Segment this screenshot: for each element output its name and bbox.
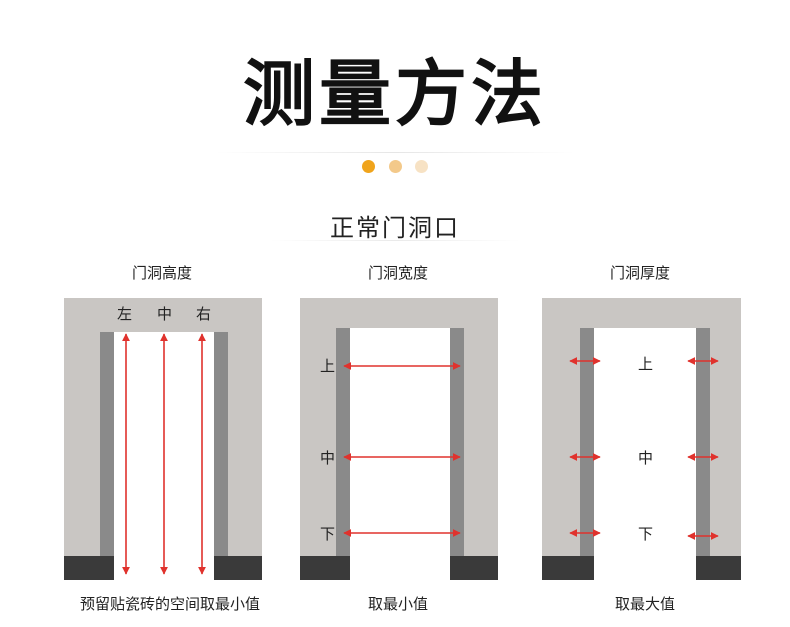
- section-subtitle: 正常门洞口: [330, 214, 460, 242]
- left-jamb: [336, 328, 350, 578]
- caption-thickness: 取最大值: [614, 595, 675, 613]
- right-floor-block: [450, 556, 498, 580]
- panel-label-thickness: 门洞厚度: [609, 264, 670, 282]
- caption-width: 取最小值: [367, 595, 428, 613]
- marker-top: 上: [638, 355, 653, 373]
- marker-top: 上: [320, 357, 335, 375]
- wall: [300, 298, 498, 578]
- wall: [64, 298, 262, 578]
- marker-left: 左: [117, 305, 132, 323]
- marker-right: 右: [196, 305, 211, 323]
- title-divider: [215, 152, 575, 153]
- title-dots: [0, 158, 790, 177]
- panel-label-height: 门洞高度: [131, 264, 192, 282]
- marker-middle: 中: [320, 449, 335, 467]
- panel-label-width: 门洞宽度: [367, 264, 428, 282]
- wall: [542, 298, 741, 578]
- left-jamb: [100, 332, 114, 578]
- dot-1: [362, 160, 376, 173]
- left-jamb: [580, 328, 594, 578]
- right-floor-block: [696, 556, 741, 580]
- marker-middle: 中: [638, 449, 653, 467]
- door-frame-thickness: 上 中 下: [542, 298, 741, 580]
- caption-height: 预留贴瓷砖的空间取最小值: [79, 595, 260, 613]
- door-frame-height: 左 中 右: [64, 298, 262, 580]
- marker-center: 中: [157, 305, 172, 323]
- left-floor-block: [542, 556, 594, 580]
- dot-2: [388, 160, 402, 173]
- right-jamb: [214, 332, 228, 578]
- page-title: 测量方法: [242, 52, 547, 136]
- dot-3: [414, 160, 428, 173]
- marker-bottom: 下: [320, 525, 335, 543]
- right-floor-block: [214, 556, 262, 580]
- right-jamb: [696, 328, 710, 578]
- marker-bottom: 下: [638, 525, 653, 543]
- door-frame-width: 上 中 下: [300, 298, 498, 580]
- subtitle-divider: [270, 240, 520, 241]
- left-floor-block: [64, 556, 114, 580]
- left-floor-block: [300, 556, 350, 580]
